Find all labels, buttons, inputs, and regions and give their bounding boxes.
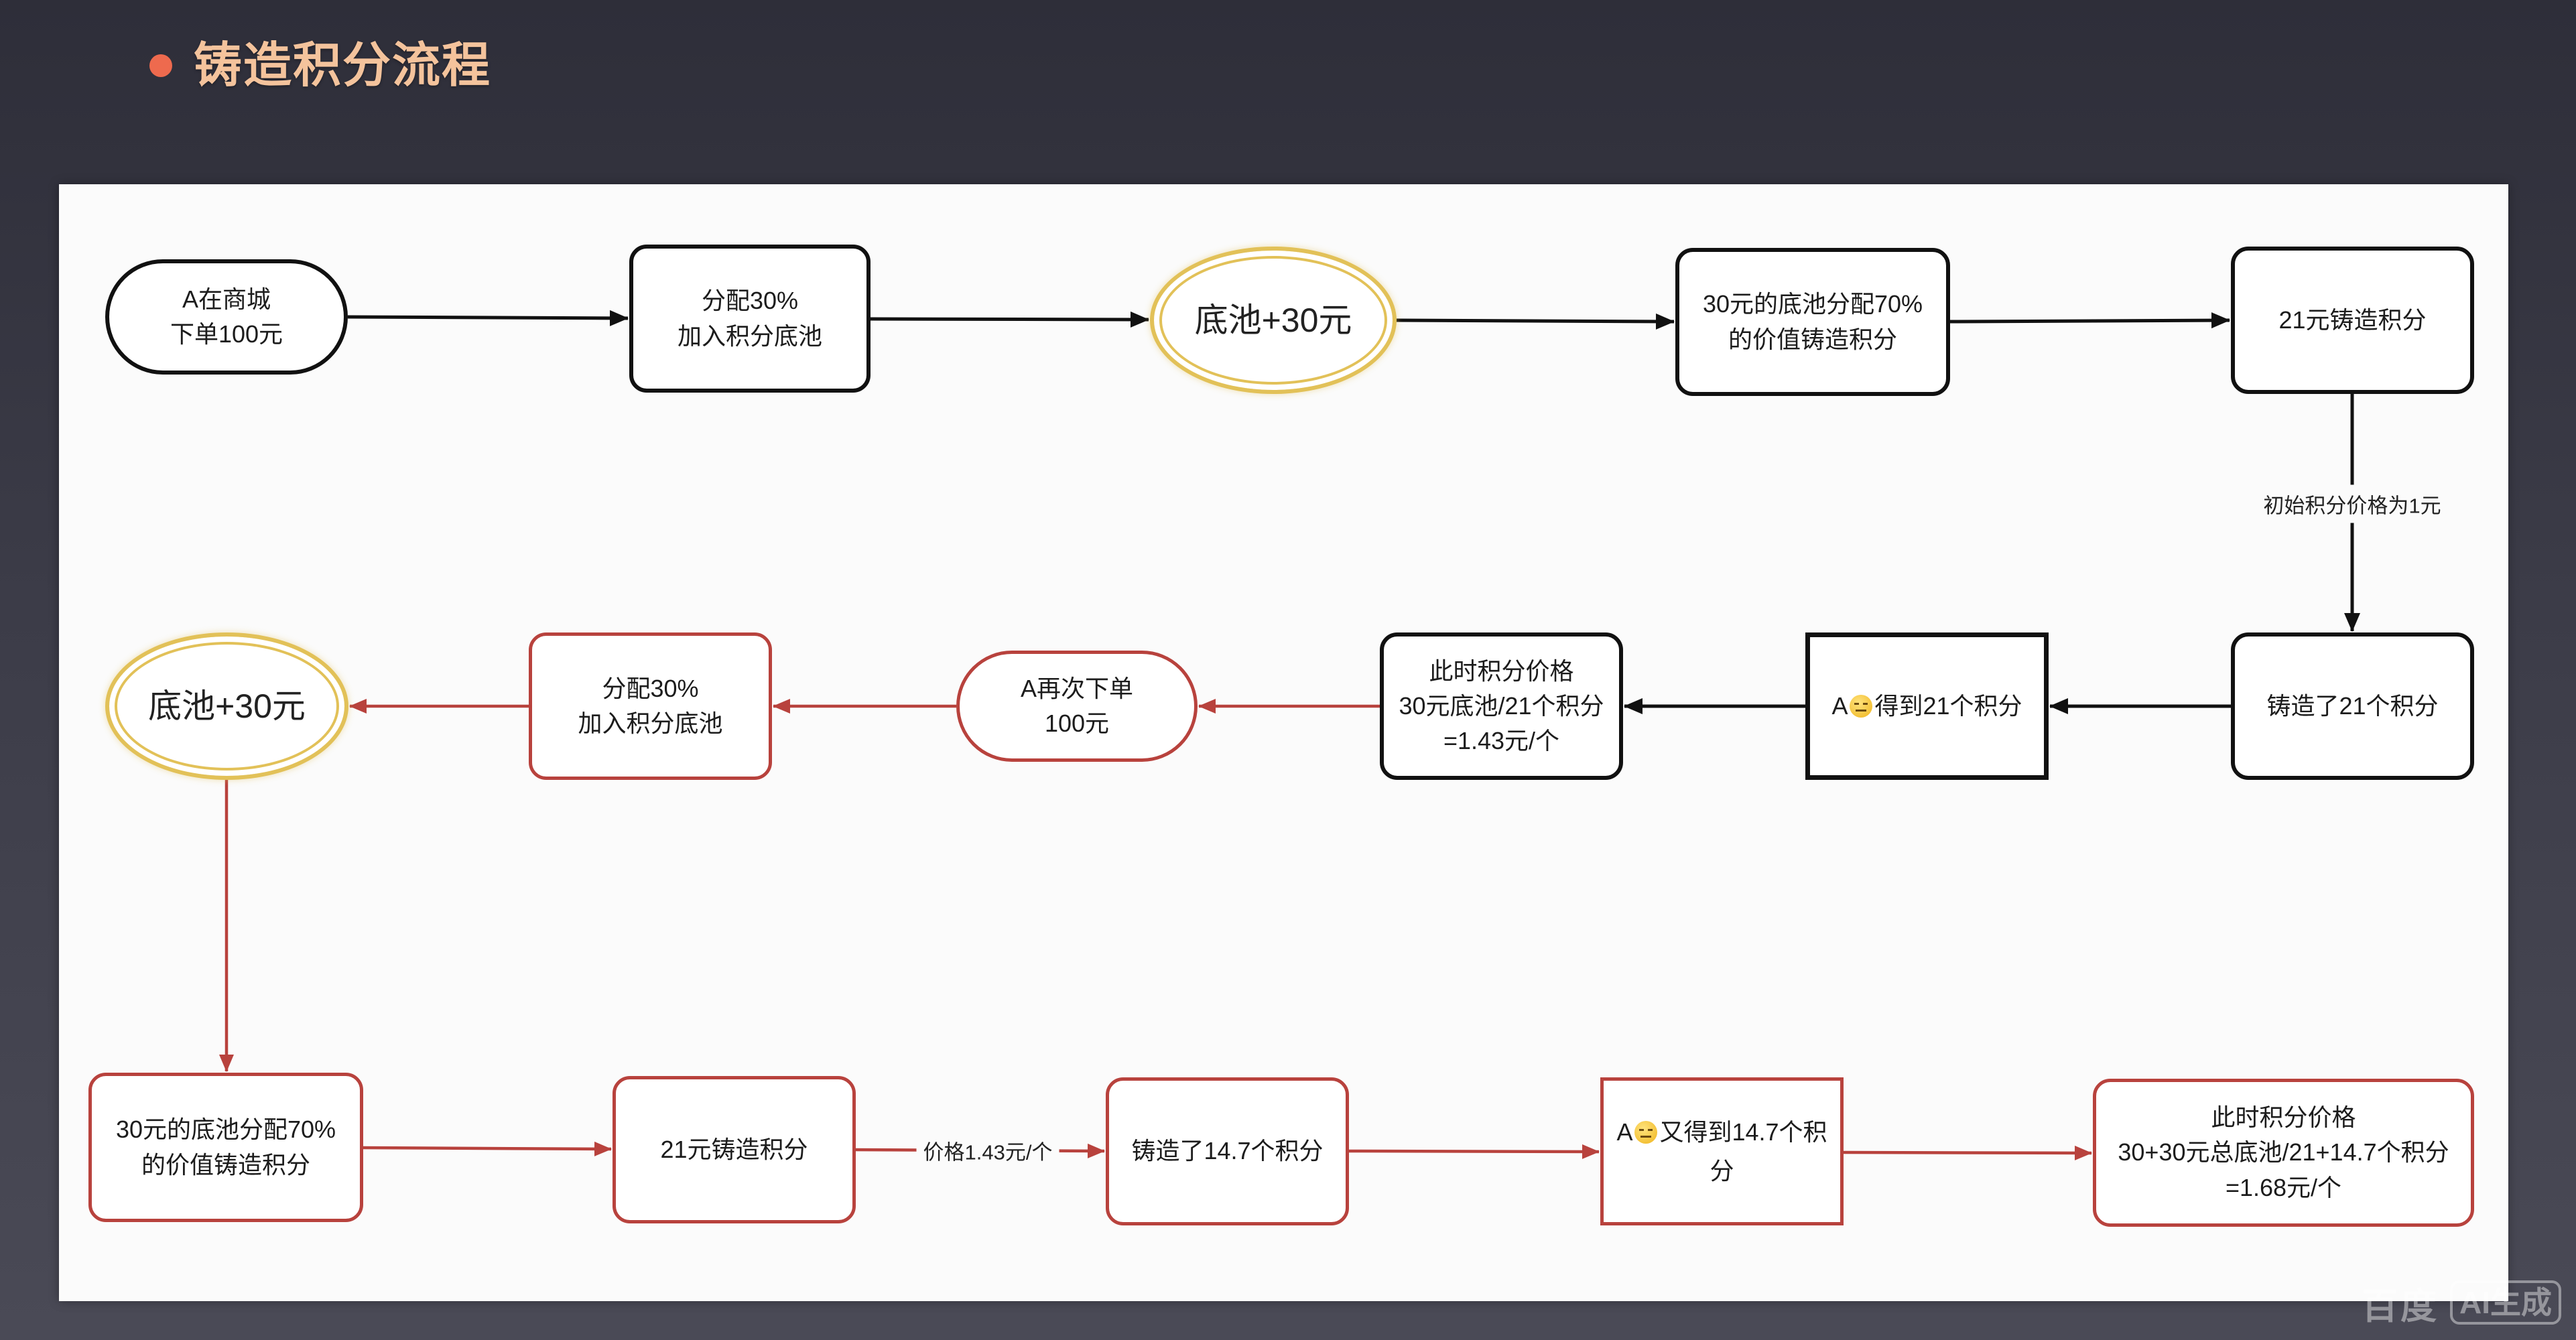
- node-first-allocate: 分配30% 加入积分底池: [629, 245, 871, 393]
- node-line: 的价值铸造积分: [1728, 325, 1897, 353]
- node-line: 此时积分价格: [1429, 657, 1574, 685]
- node-line: =1.43元/个: [1443, 727, 1560, 755]
- node-line: 此时积分价格: [2211, 1103, 2356, 1132]
- node-first-minted: 铸造了21个积分: [2231, 632, 2474, 780]
- watermark-tag: AI生成: [2450, 1280, 2561, 1325]
- node-line: 底池+30元: [148, 687, 306, 725]
- node-line: 底池+30元: [1194, 301, 1352, 339]
- node-text: A 得到21个积分: [1831, 687, 2022, 726]
- node-line: 30元的底池分配70%: [115, 1116, 336, 1144]
- node-line: 分配30%: [602, 674, 699, 702]
- node-line: 30元底池/21个积分: [1399, 691, 1604, 720]
- watermark: 百度 AI生成: [2362, 1280, 2561, 1327]
- node-first-mint: 21元铸造积分: [2231, 247, 2474, 394]
- node-line: 30元的底池分配70%: [1702, 290, 1923, 318]
- node-line: A再次下单: [1020, 674, 1133, 702]
- expressionless-face-icon: [1634, 1120, 1658, 1144]
- node-line: 21元铸造积分: [660, 1135, 808, 1163]
- watermark-brand: 百度: [2362, 1286, 2439, 1327]
- node-second-receive: A 又得到14.7个积分: [1600, 1077, 1844, 1225]
- node-second-mint: 21元铸造积分: [613, 1076, 856, 1223]
- node-prefix: A: [1616, 1118, 1633, 1146]
- node-line: 的价值铸造积分: [141, 1150, 310, 1179]
- node-line: 得到21个积分: [1874, 692, 2022, 720]
- node-line: 又得到14.7个积分: [1659, 1118, 1827, 1185]
- expressionless-face-icon: [1850, 695, 1873, 718]
- node-line: A在商城: [182, 285, 271, 313]
- node-line: =1.68元/个: [2225, 1173, 2342, 1201]
- node-second-price: 此时积分价格 30+30元总底池/21+14.7个积分 =1.68元/个: [2093, 1079, 2474, 1227]
- node-first-order: A在商城 下单100元: [105, 259, 348, 375]
- node-second-allocate: 分配30% 加入积分底池: [529, 632, 772, 780]
- node-first-receive: A 得到21个积分: [1805, 632, 2049, 780]
- node-second-minted: 铸造了14.7个积分: [1106, 1077, 1349, 1225]
- node-line: 21元铸造积分: [2278, 306, 2427, 334]
- title-bullet: [149, 54, 172, 77]
- page-title: 铸造积分流程: [194, 39, 492, 92]
- node-second-pool: 底池+30元: [105, 632, 348, 780]
- node-line: 铸造了21个积分: [2266, 691, 2439, 720]
- node-prefix: A: [1831, 692, 1848, 720]
- node-first-pool: 底池+30元: [1150, 247, 1397, 394]
- node-line: 加入积分底池: [677, 322, 822, 350]
- node-line: 100元: [1044, 710, 1110, 737]
- node-second-order: A再次下单 100元: [956, 651, 1198, 762]
- node-line: 下单100元: [170, 320, 283, 348]
- node-line: 加入积分底池: [578, 710, 723, 737]
- edge-label-unit-price: 价格1.43元/个: [916, 1131, 1059, 1170]
- node-first-mint-value: 30元的底池分配70% 的价值铸造积分: [1675, 248, 1950, 396]
- node-first-price: 此时积分价格 30元底池/21个积分 =1.43元/个: [1380, 632, 1623, 780]
- node-line: 铸造了14.7个积分: [1131, 1137, 1324, 1165]
- edge-label-initial-price: 初始积分价格为1元: [2256, 484, 2448, 523]
- node-second-mint-value: 30元的底池分配70% 的价值铸造积分: [88, 1073, 363, 1222]
- node-text: A 又得到14.7个积分: [1616, 1113, 1828, 1190]
- node-line: 30+30元总底池/21+14.7个积分: [2118, 1138, 2449, 1166]
- node-line: 分配30%: [701, 287, 799, 315]
